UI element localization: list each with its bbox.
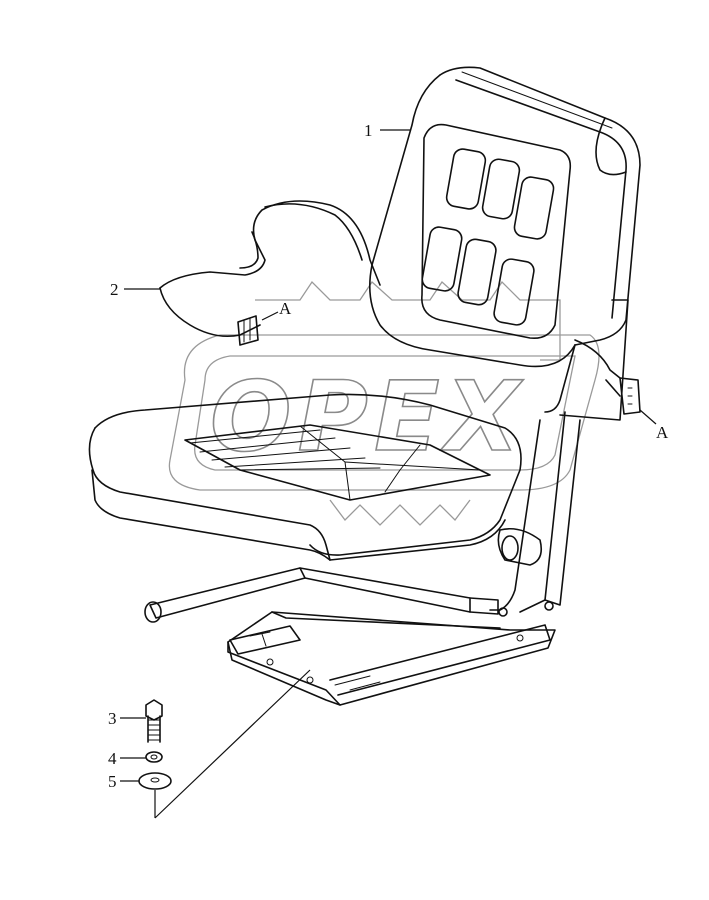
backrest-pads xyxy=(421,148,555,326)
bolt xyxy=(145,699,163,743)
base-plate xyxy=(227,611,556,706)
seat-frame xyxy=(489,299,629,617)
view-marker-a-right: A xyxy=(656,423,669,442)
backrest xyxy=(369,66,641,413)
washer xyxy=(138,772,172,790)
callout-2: 2 xyxy=(110,280,119,299)
nut xyxy=(145,751,163,763)
leader-lines xyxy=(120,129,657,819)
armrest-belt xyxy=(159,200,381,346)
callout-5: 5 xyxy=(108,772,117,791)
callout-4: 4 xyxy=(108,749,117,768)
callout-3: 3 xyxy=(108,709,117,728)
belt-buckle-right xyxy=(574,339,641,415)
callout-1: 1 xyxy=(364,121,373,140)
seat-cushion xyxy=(88,393,522,561)
adjust-lever xyxy=(144,567,499,623)
view-marker-a-left: A xyxy=(279,299,292,318)
